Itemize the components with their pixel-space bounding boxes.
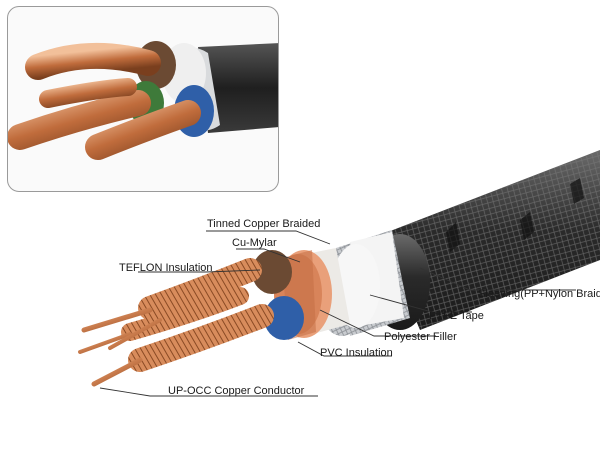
conductor-strand-2 — [128, 304, 274, 372]
leader-polyester-filler — [319, 309, 436, 337]
leader-tinned-copper-braided — [206, 230, 331, 245]
label-polyester-filler: Polyester Filler — [384, 331, 457, 343]
leader-conductor — [99, 387, 318, 397]
label-sleeving: Sleeving(PP+Nylon Braid) — [478, 288, 600, 300]
leader-teflon-insulation — [138, 269, 261, 273]
label-ptfe-tape: PTFE Tape — [429, 310, 484, 322]
leader-pvc-insulation — [297, 341, 392, 357]
label-cu-mylar: Cu-Mylar — [232, 237, 277, 249]
pvc-insulation-blue — [264, 296, 304, 340]
conductor-strand-1 — [138, 258, 262, 320]
label-pvc-insulation: PVC Insulation — [320, 347, 393, 359]
inset-closeup-image — [8, 41, 278, 160]
label-tinned-copper-braided: Tinned Copper Braided — [207, 218, 321, 230]
teflon-insulation-brown — [252, 250, 292, 294]
leader-cu-mylar — [236, 248, 301, 263]
leader-sleeving — [419, 267, 576, 291]
label-conductor: UP-OCC Copper Conductor — [168, 385, 305, 397]
label-leader-lines — [99, 230, 576, 397]
inset-closeup-frame — [7, 6, 279, 192]
label-teflon-insulation: TEFLON Insulation — [119, 262, 213, 274]
leader-ptfe-tape — [369, 294, 472, 313]
